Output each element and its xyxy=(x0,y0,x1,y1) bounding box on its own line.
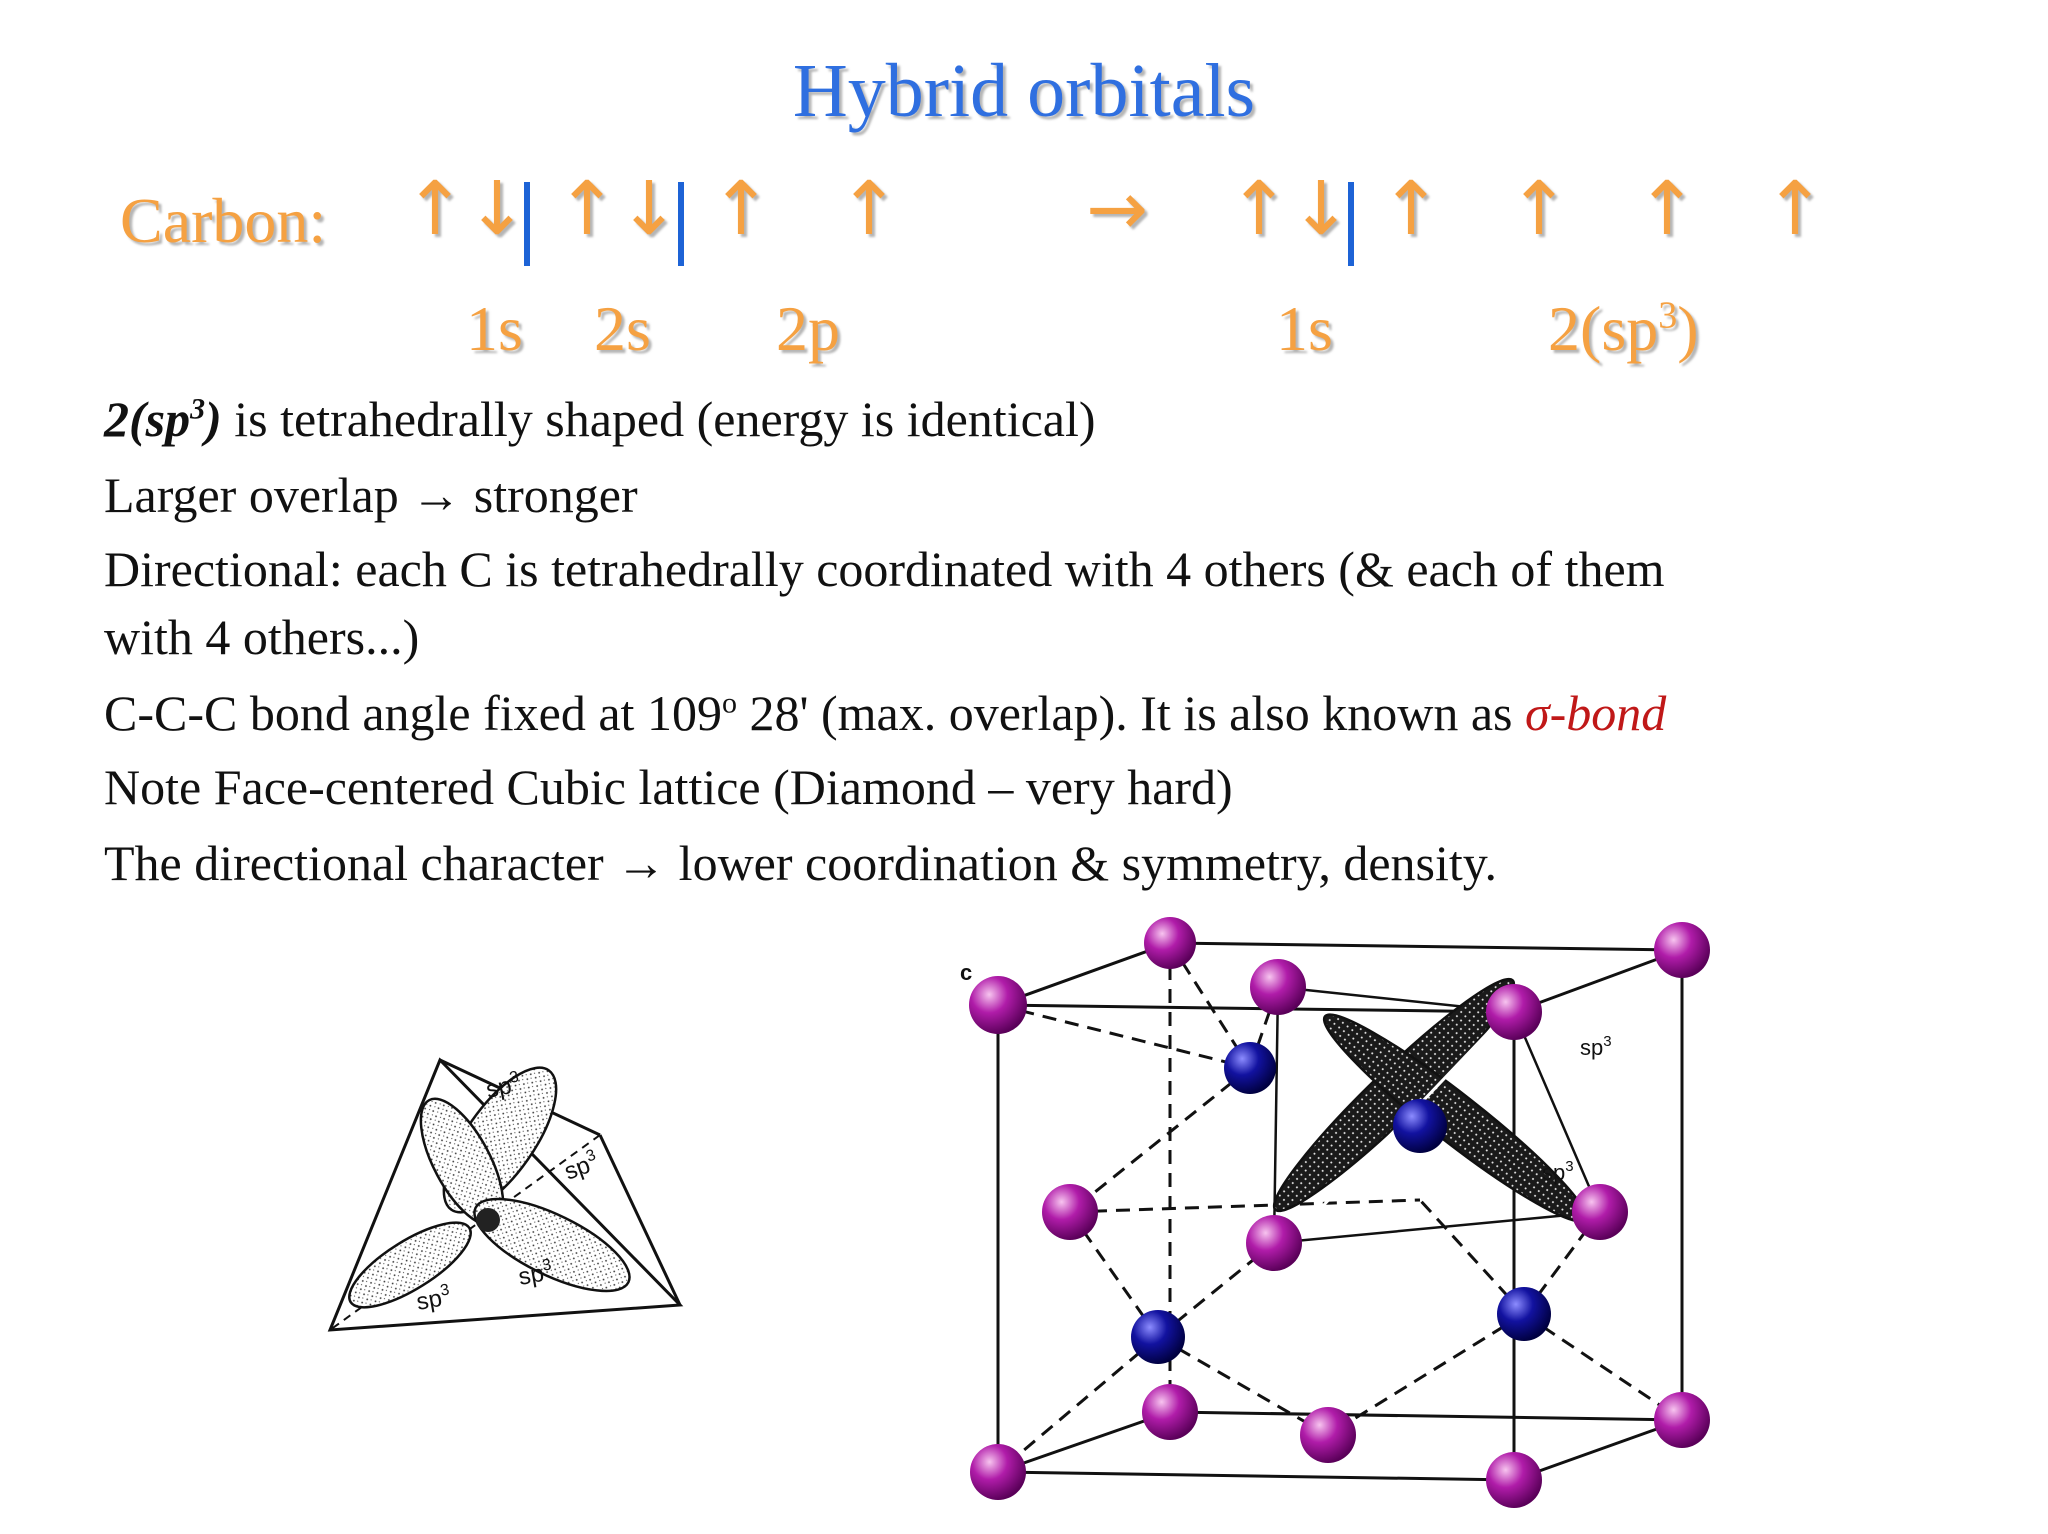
text-line-6: The directional character → lower coordi… xyxy=(104,835,1498,891)
spin-up-2p-a: ↑ xyxy=(710,166,773,252)
slide-title: Hybrid orbitals xyxy=(792,49,1256,133)
spin-pair-2s: ↑↓ xyxy=(556,166,681,252)
orbital-divider xyxy=(678,182,684,266)
label-2p: 2p xyxy=(776,293,840,364)
spin-up-2p-b: ↑ xyxy=(838,166,901,252)
text-line-3b: with 4 others...) xyxy=(104,609,420,665)
label-sp3: 2(sp3) xyxy=(1548,293,1699,364)
spin-up-sp3-b: ↑ xyxy=(1508,166,1571,252)
text-line-2: Larger overlap → stronger xyxy=(104,467,638,523)
sp3-label: sp3 xyxy=(483,1068,523,1104)
sp3-label: sp3 xyxy=(414,1281,453,1316)
label-2s: 2s xyxy=(594,293,651,364)
spin-up-sp3-c: ↑ xyxy=(1636,166,1699,252)
spin-up-sp3-a: ↑ xyxy=(1380,166,1443,252)
spin-pair-1s: ↑↓ xyxy=(404,166,529,252)
text-line-5: Note Face-centered Cubic lattice (Diamon… xyxy=(104,759,1233,815)
orbital-divider xyxy=(1348,182,1354,266)
transition-arrow: → xyxy=(1086,166,1149,252)
sp3-label: sp3 xyxy=(1542,1158,1574,1185)
spin-pair-1s-after: ↑↓ xyxy=(1228,166,1353,252)
text-line-4: C-C-C bond angle fixed at 109o 28' (max.… xyxy=(104,685,1667,741)
sp3-label: sp3 xyxy=(560,1147,602,1186)
text-line-1: 2(sp3) is tetrahedrally shaped (energy i… xyxy=(104,391,1096,447)
carbon-label: Carbon: xyxy=(120,185,327,256)
orbital-divider xyxy=(524,182,530,266)
sp3-label: sp3 xyxy=(1580,1033,1612,1060)
label-1s-after: 1s xyxy=(1276,293,1333,364)
spin-up-sp3-d: ↑ xyxy=(1764,166,1827,252)
text-line-3a: Directional: each C is tetrahedrally coo… xyxy=(104,541,1665,597)
sp3-label: sp3 xyxy=(516,1256,555,1291)
label-1s: 1s xyxy=(466,293,523,364)
cell-corner-label: c xyxy=(960,960,972,985)
diamond-lattice-figure: c sp3 sp3 xyxy=(960,917,1710,1508)
sp3-tetrahedron-figure: sp3 sp3 sp3 sp3 xyxy=(327,1057,684,1332)
